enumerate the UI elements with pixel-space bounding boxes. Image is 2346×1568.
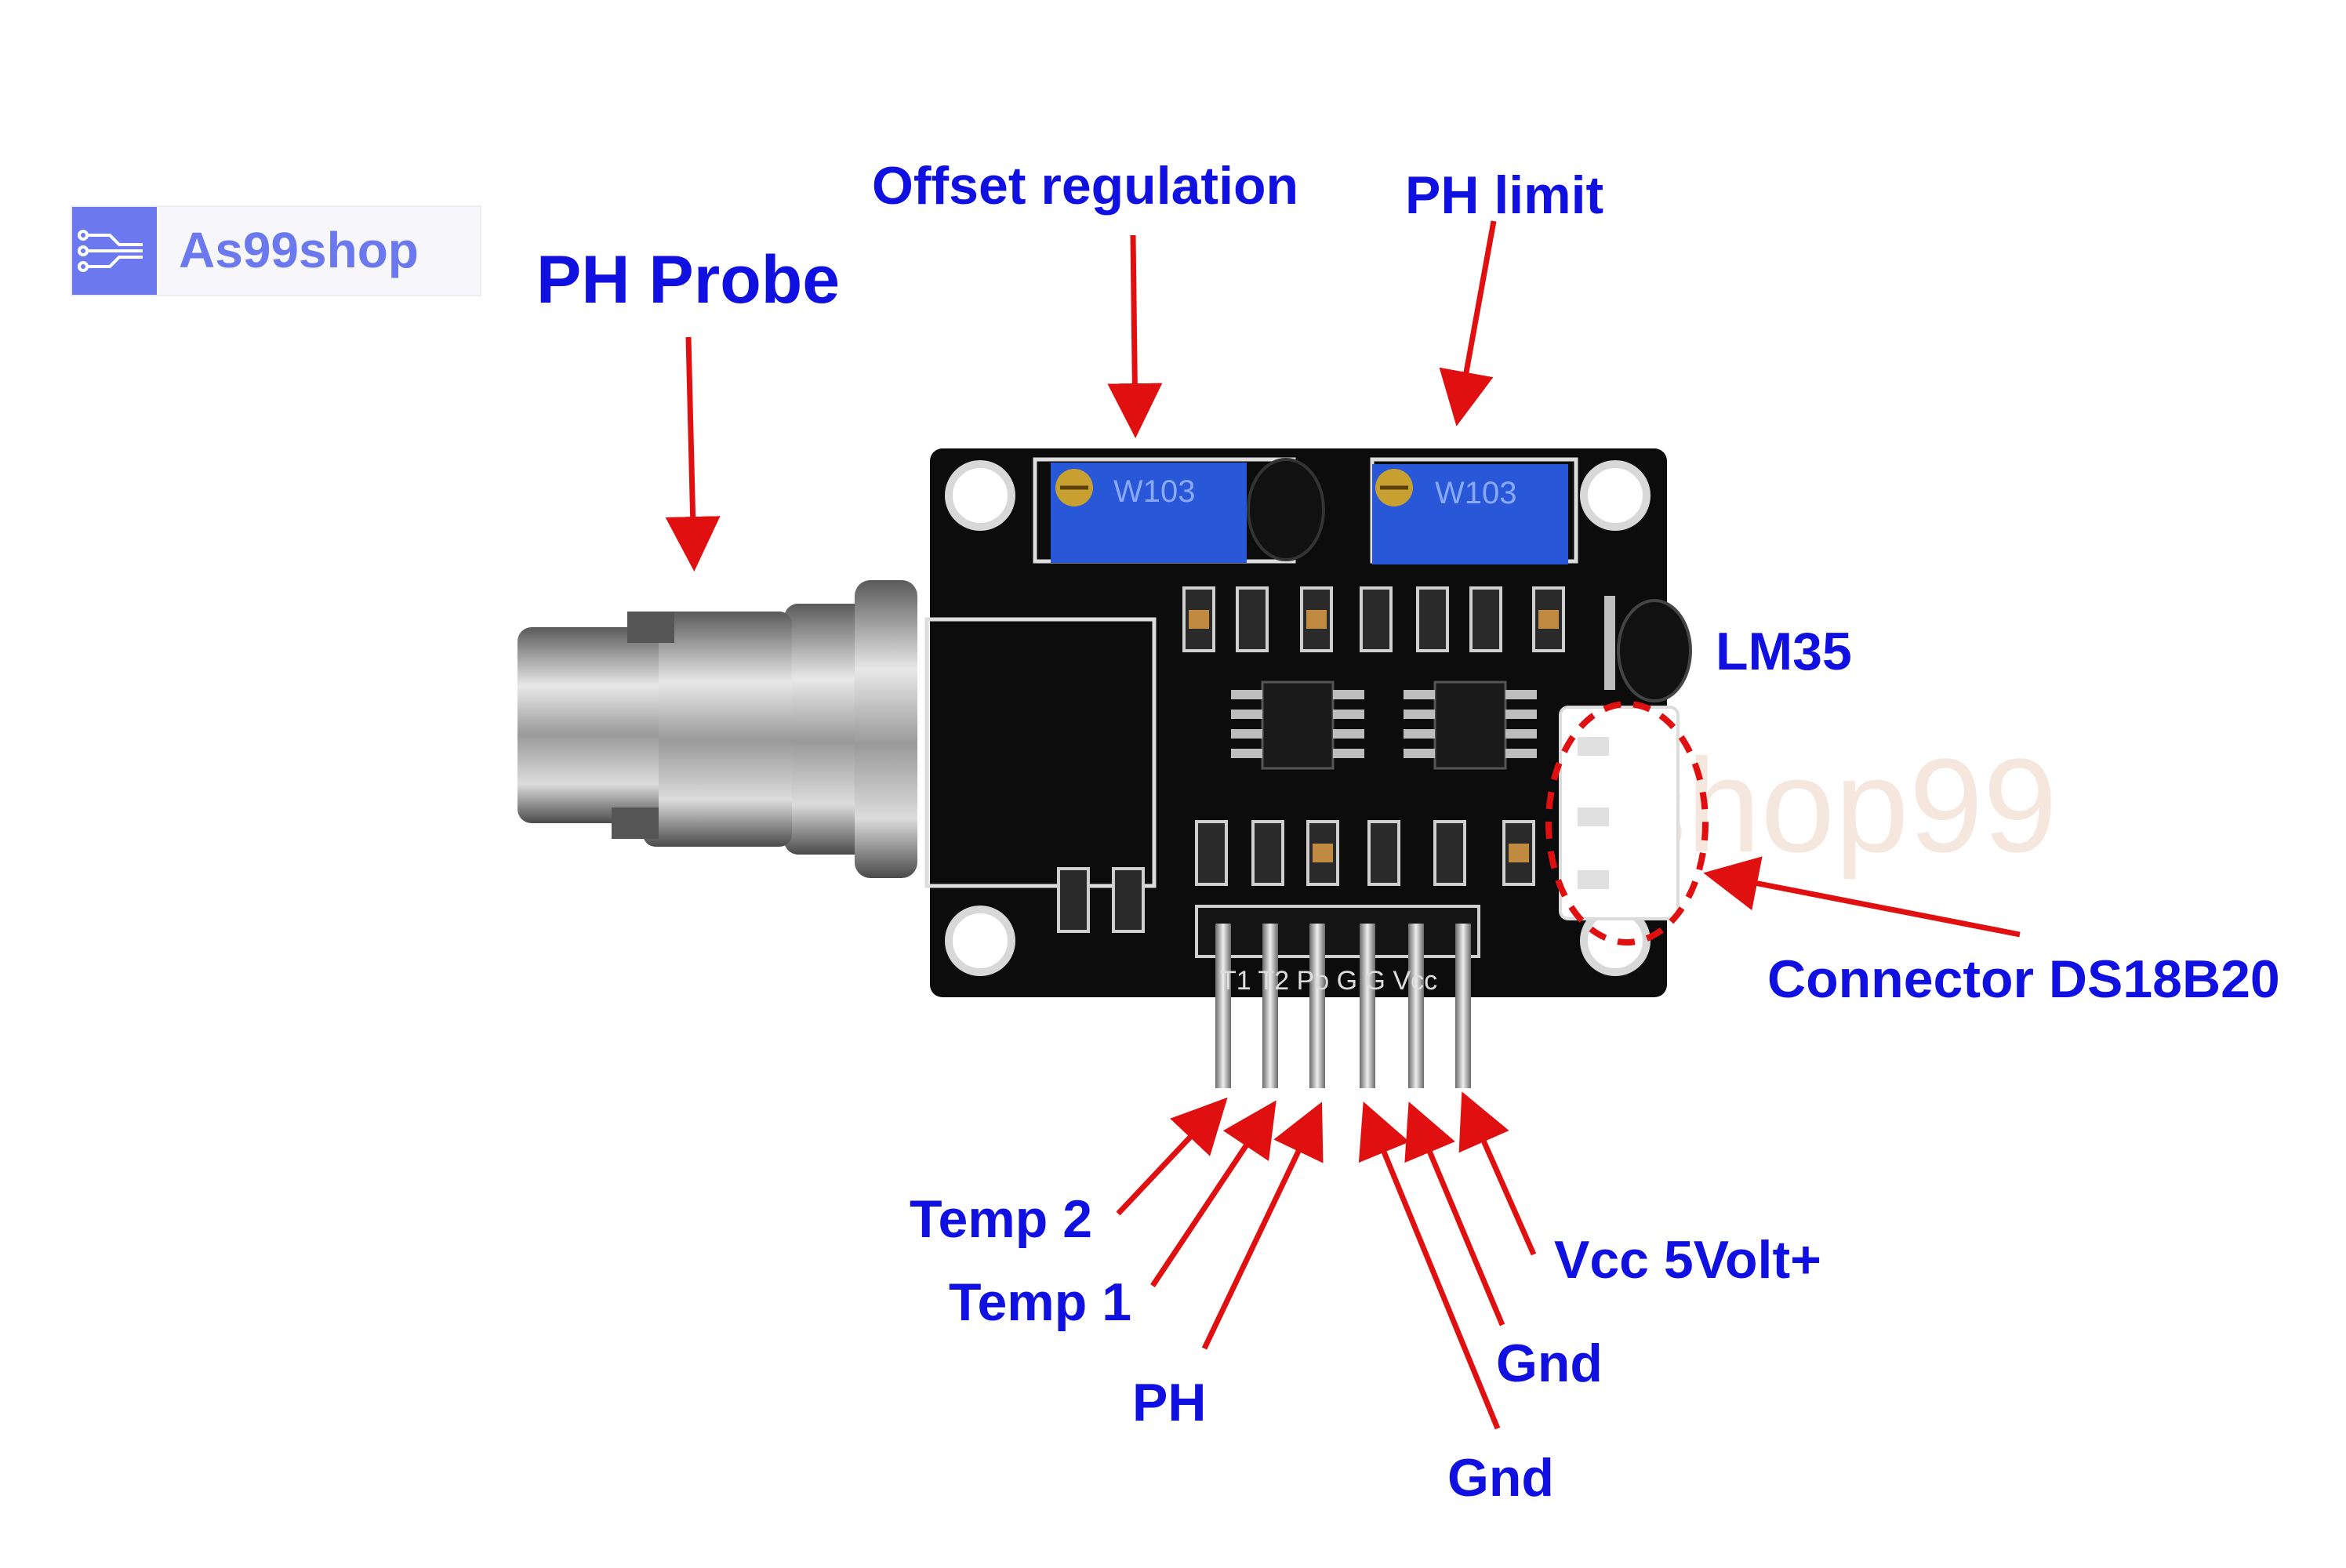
circuit-icon xyxy=(72,207,157,295)
lm35-sensor xyxy=(1604,596,1692,702)
label-ph: PH xyxy=(1132,1373,1207,1432)
pot-marking-offset: W103 xyxy=(1113,474,1196,509)
label-temp-1: Temp 1 xyxy=(949,1272,1132,1332)
pot-marking-limit: W103 xyxy=(1435,476,1517,510)
label-ph-limit: PH limit xyxy=(1405,165,1604,225)
label-ph-probe: PH Probe xyxy=(536,242,841,318)
label-gnd-2: Gnd xyxy=(1447,1448,1554,1508)
label-lm35: LM35 xyxy=(1716,622,1852,681)
pin-silkscreen: T1 T2 Po G G Vcc xyxy=(1220,966,1437,996)
logo-text: As99shop xyxy=(179,222,419,278)
annotation-arrows xyxy=(665,220,2021,1430)
bnc-connector xyxy=(518,580,917,878)
transistor xyxy=(1247,458,1325,561)
label-temp-2: Temp 2 xyxy=(910,1189,1093,1249)
smd-components-bottom xyxy=(1057,820,1535,933)
ic-chips xyxy=(1231,681,1537,770)
ds18b20-connector xyxy=(1545,701,1709,946)
potentiometer-limit: W103 xyxy=(1372,464,1568,564)
potentiometer-offset: W103 xyxy=(1051,463,1247,563)
label-vcc-5volt: Vcc 5Volt+ xyxy=(1554,1230,1821,1290)
pin-header xyxy=(1195,905,1480,1088)
label-gnd-1: Gnd xyxy=(1496,1334,1603,1393)
label-connector-ds18b20: Connector DS18B20 xyxy=(1767,949,2280,1009)
brand-logo: As99shop xyxy=(71,205,481,296)
label-offset-regulation: Offset regulation xyxy=(872,156,1299,216)
